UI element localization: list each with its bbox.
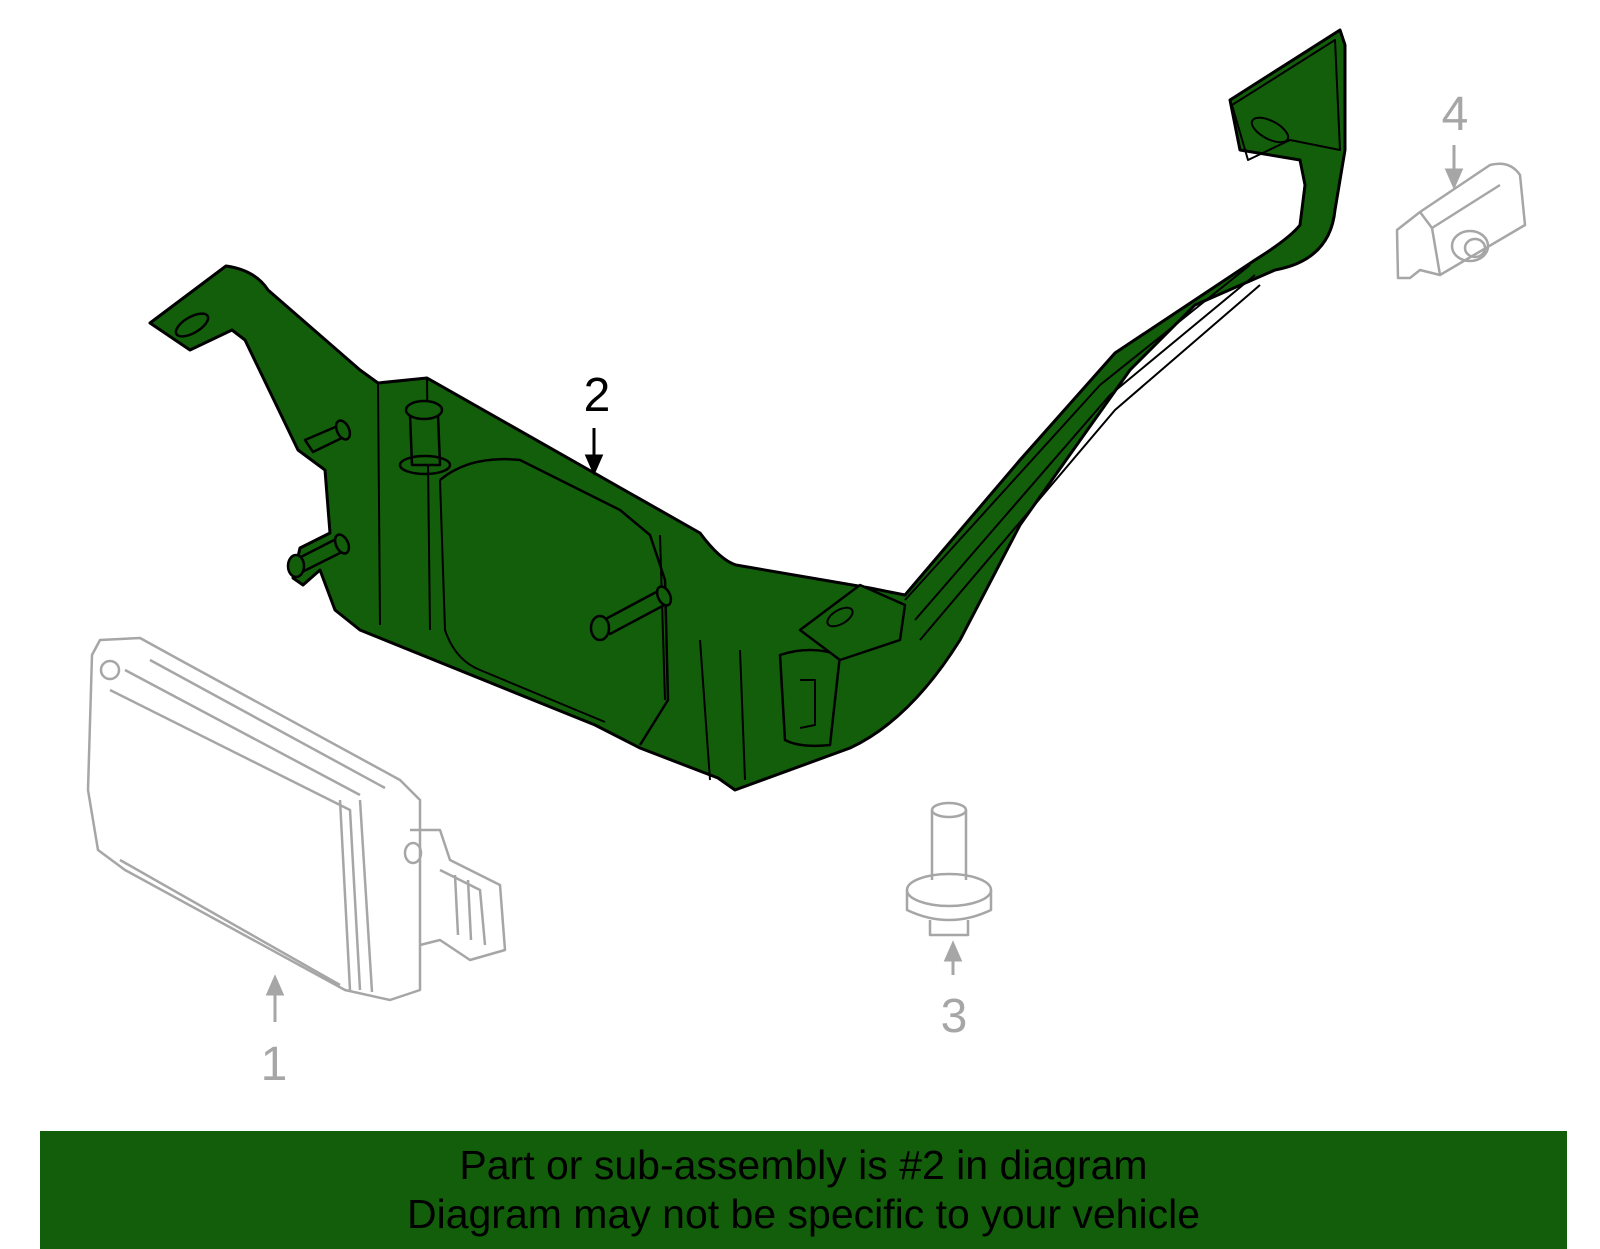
banner-disclaimer: Diagram may not be specific to your vehi… [406, 1191, 1200, 1237]
callout-number-4: 4 [1442, 88, 1469, 141]
callout-number-2: 2 [584, 369, 611, 422]
part-2-bracket[interactable] [148, 28, 1347, 792]
callout-arrow-2 [584, 428, 604, 476]
callout-arrow-4 [1444, 145, 1464, 190]
part-3-bolt[interactable] [905, 801, 993, 937]
part-1-module[interactable] [86, 636, 507, 1002]
callout-number-3: 3 [941, 990, 968, 1043]
callout-number-1: 1 [261, 1038, 288, 1091]
callout-arrow-3 [943, 940, 963, 975]
banner-part-notice: Part or sub-assembly is #2 in diagram [459, 1142, 1148, 1188]
info-banner: Part or sub-assembly is #2 in diagram Di… [40, 1131, 1567, 1249]
part-4-clip[interactable] [1395, 162, 1527, 280]
callout-arrow-1 [265, 974, 285, 1022]
